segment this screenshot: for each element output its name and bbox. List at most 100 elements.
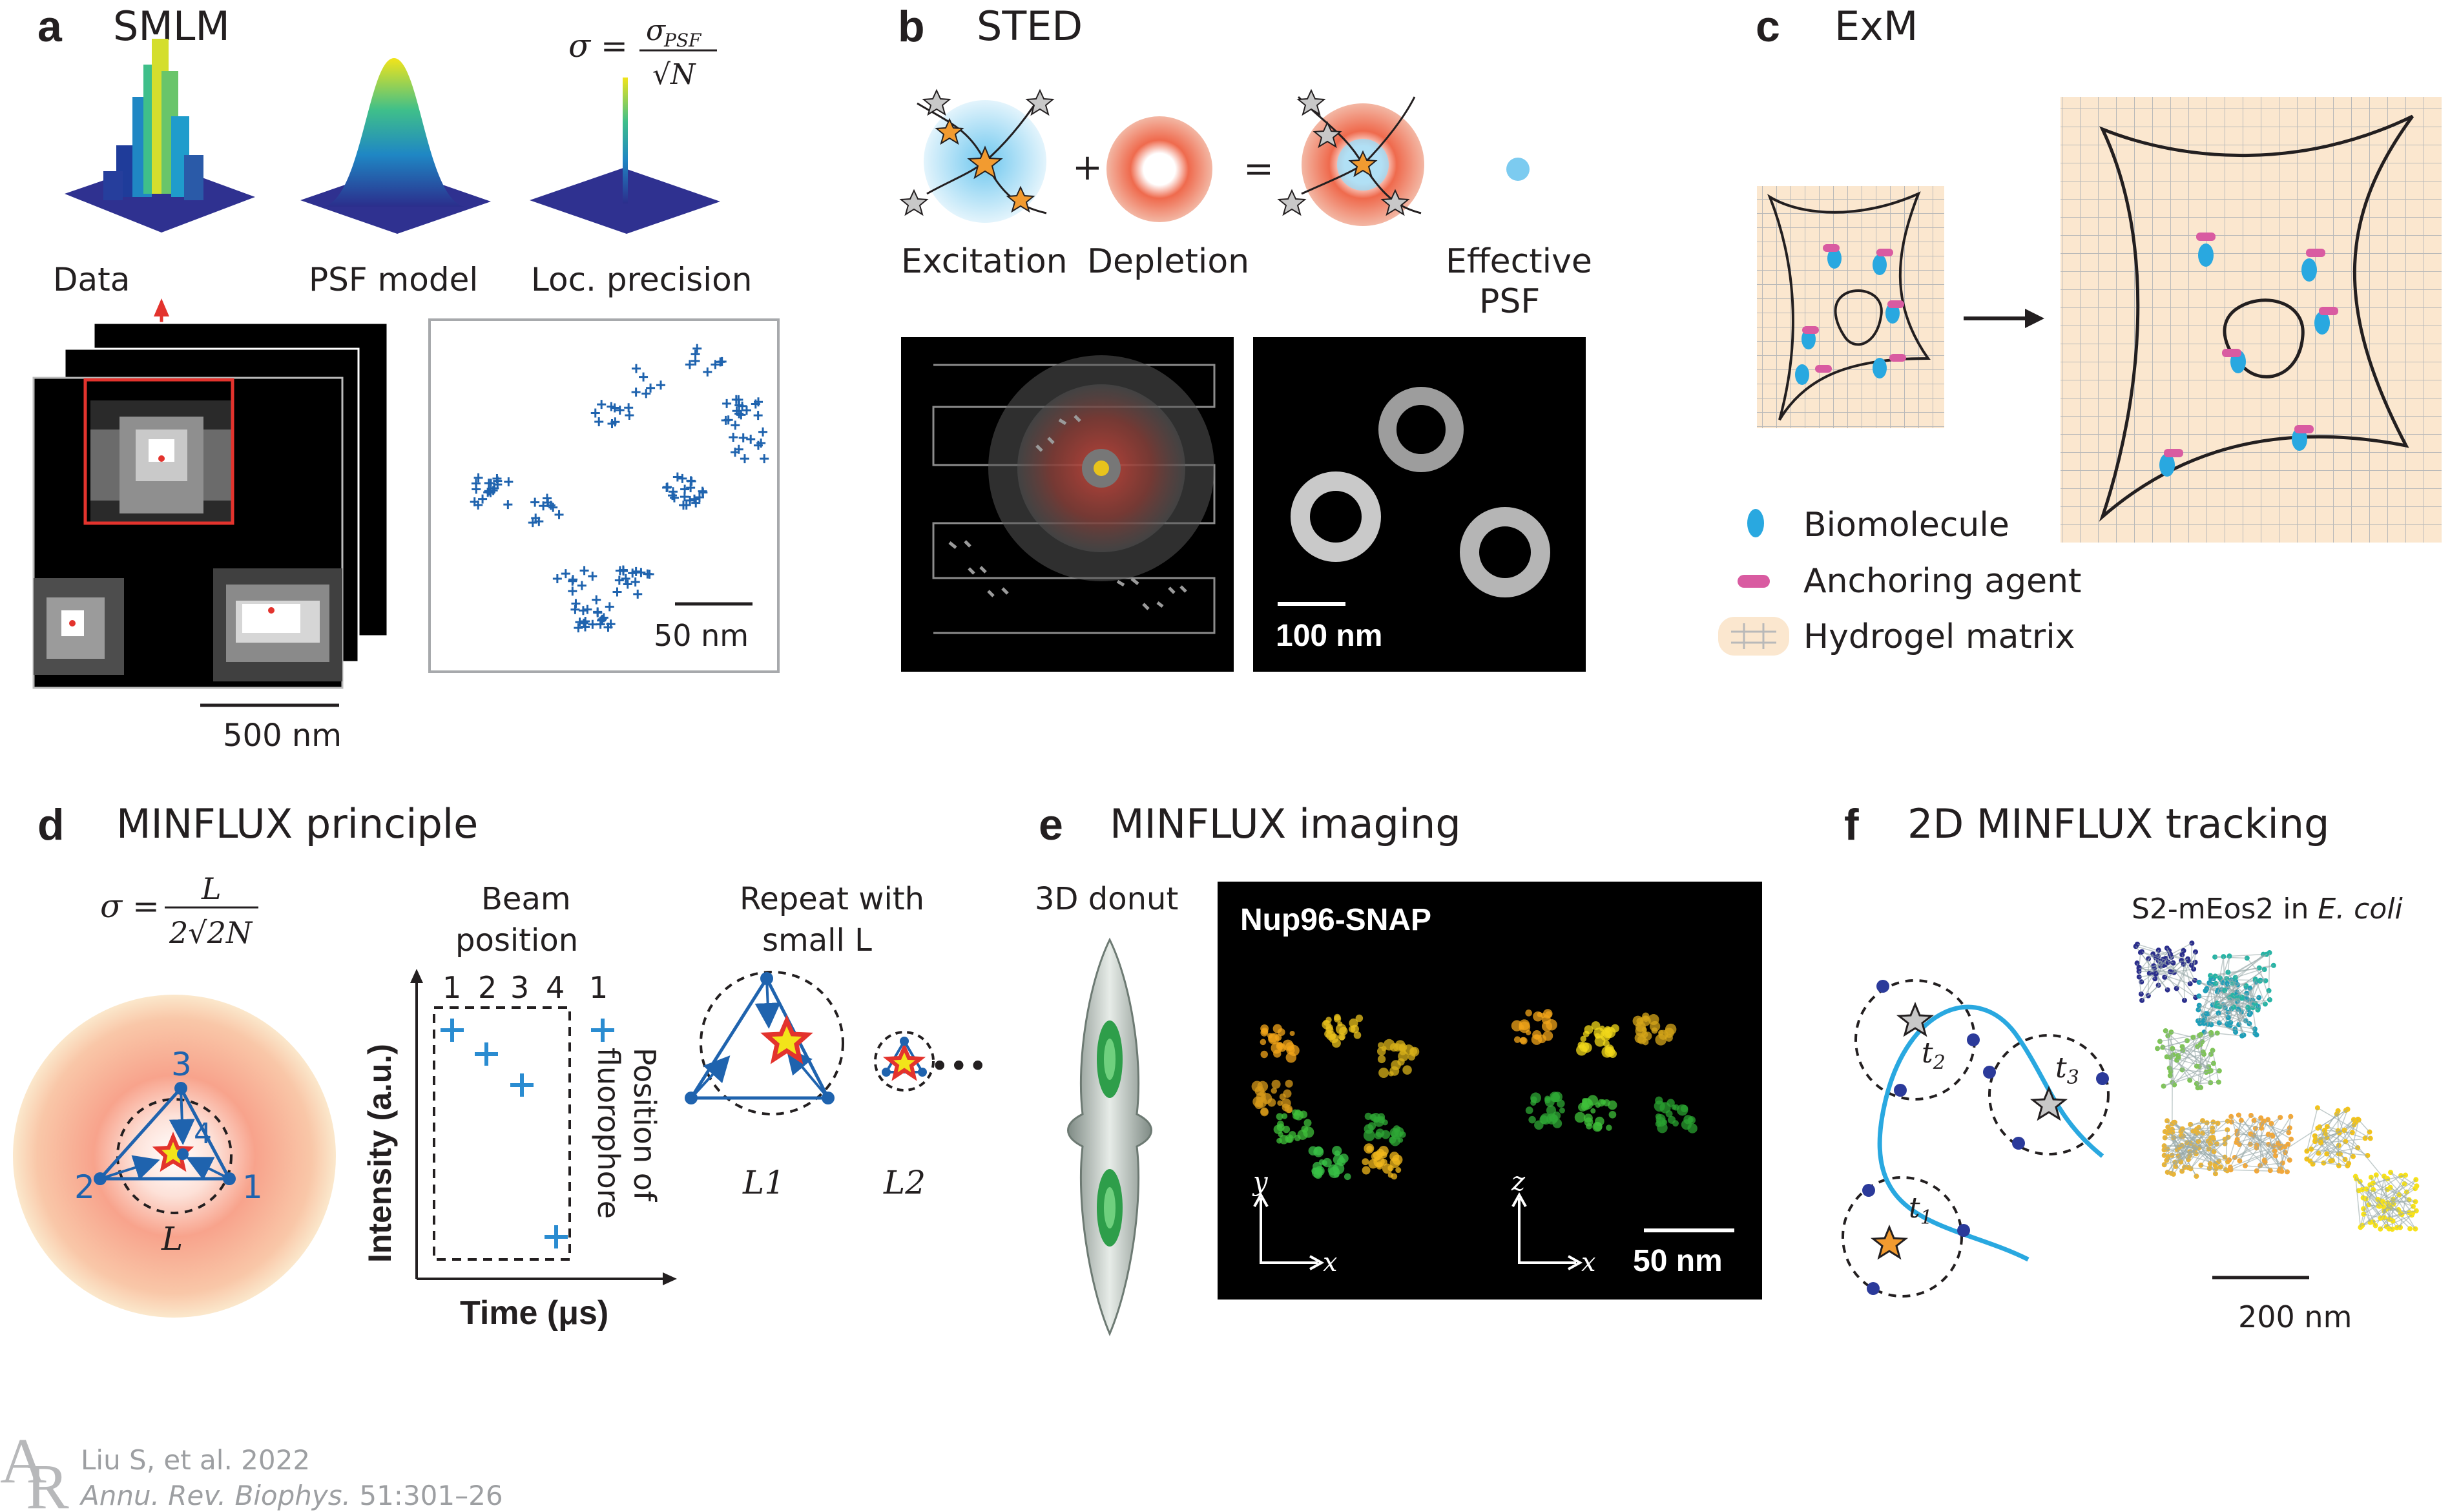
localization-cross	[615, 405, 625, 415]
trajectory-segment	[2138, 977, 2142, 995]
sted-rings-image: 100 nm	[1253, 337, 1586, 672]
trajectory-segment	[2180, 1131, 2211, 1165]
trajectory-segment	[2163, 1040, 2188, 1048]
localization-dot	[1583, 1030, 1590, 1037]
localization-dot	[1513, 1036, 1521, 1043]
localization-cross	[633, 589, 643, 599]
localization-dot	[1375, 1128, 1385, 1137]
formula-sigma: σ =	[568, 27, 628, 65]
localization-cross	[488, 486, 498, 495]
localization-dot	[1576, 1044, 1588, 1056]
localization-dot	[1548, 1115, 1555, 1121]
localization-dot	[1525, 1010, 1532, 1017]
data-histogram	[65, 39, 255, 233]
trajectory-segment	[2198, 995, 2250, 1024]
trajectory-segment	[2139, 968, 2194, 978]
localization-dot	[1393, 1043, 1402, 1052]
logo-a: A	[0, 1425, 47, 1496]
localization-cross	[596, 619, 605, 629]
localization-cross	[631, 364, 641, 373]
trajectory-segment	[2259, 968, 2270, 1000]
trajectory-segment	[2182, 1046, 2205, 1055]
trajectory-segment	[2208, 1141, 2228, 1163]
localization-dot	[1272, 1024, 1282, 1033]
localization-cross	[473, 500, 483, 510]
trajectory-segment	[2380, 1175, 2406, 1219]
localization-dot	[1409, 1046, 1420, 1057]
localization-dot	[1656, 1114, 1666, 1124]
trajectory-segment	[2164, 977, 2196, 998]
trajectory-segment	[2163, 1070, 2211, 1087]
localization-dot	[1271, 1042, 1283, 1054]
localization-dot	[1313, 1146, 1324, 1157]
localization-dot	[1303, 1119, 1312, 1127]
trajectory-segment	[2311, 1148, 2368, 1156]
panel-title-c: ExM	[1834, 3, 1918, 50]
roi-box	[83, 378, 234, 525]
localization-dot	[1369, 1113, 1377, 1121]
tracking-diagram: t2 t3 t1	[1842, 979, 2110, 1298]
repeat-label-2: small L	[762, 922, 872, 958]
credit: A R Liu S, et al. 2022 Annu. Rev. Biophy…	[0, 1425, 503, 1512]
trajectory-segment	[2245, 985, 2256, 1004]
localization-cross	[554, 510, 564, 519]
localization-dot	[1338, 1033, 1345, 1041]
localization-dot	[1666, 1099, 1675, 1107]
panel-letter-e: e	[1039, 800, 1063, 849]
localization-cross	[641, 389, 651, 399]
trajectory-segment	[2372, 1183, 2416, 1203]
localization-cross	[561, 569, 570, 579]
localization-dot	[1378, 1067, 1389, 1078]
localization-dot	[1520, 1037, 1528, 1045]
trajectory-plot: 200 nm	[2133, 940, 2420, 1334]
trajectory-segment	[2306, 1108, 2318, 1152]
trajectory-segment	[2199, 1035, 2212, 1067]
y-axis-label: Intensity (a.u.)	[362, 1044, 398, 1263]
trajectory-segment	[2366, 1188, 2414, 1207]
localization-dot	[1325, 1017, 1332, 1023]
localization-cross	[607, 419, 617, 429]
localization-cross	[588, 572, 597, 581]
localization-cross	[690, 356, 700, 366]
trajectory-segment	[2219, 956, 2225, 979]
localization-dot	[1335, 1023, 1347, 1035]
localization-dot	[1380, 1159, 1387, 1166]
axis-x: x	[1323, 1248, 1338, 1278]
panel-letter-d: d	[37, 800, 65, 849]
trajectory-segment	[2139, 964, 2166, 969]
trajectory-segment	[2135, 946, 2189, 962]
trajectory-segment	[2256, 1116, 2291, 1172]
trajectory-segment	[2330, 1141, 2346, 1161]
trajectory-segment	[2379, 1176, 2385, 1206]
localization-dot	[1643, 1015, 1649, 1022]
panel-letter-f: f	[1844, 800, 1859, 849]
legend-biomolecule: Biomolecule	[1803, 506, 2009, 544]
trajectory-segment	[2238, 1114, 2281, 1170]
localization-dot	[1519, 1024, 1524, 1030]
panel-c: c ExM	[1718, 2, 2442, 656]
localization-cross	[473, 473, 483, 482]
localization-dot	[1274, 1034, 1282, 1041]
label-excitation: Excitation	[901, 242, 1068, 281]
trajectory-segment	[2382, 1201, 2411, 1229]
scale-label-500nm: 500 nm	[223, 718, 342, 754]
beam-pos-4: 4	[546, 970, 565, 1005]
ar-logo: A R	[0, 1425, 69, 1512]
localization-cross	[534, 517, 544, 526]
t1-sub: 1	[1920, 1206, 1933, 1229]
localization-cross	[503, 500, 513, 510]
localization-dot	[1332, 1146, 1342, 1156]
trajectory-segment	[2228, 1143, 2289, 1161]
localization-dot	[1534, 1120, 1544, 1130]
label-depletion: Depletion	[1087, 242, 1249, 281]
localization-dot	[1353, 1031, 1362, 1039]
localization-cross	[711, 360, 720, 369]
trajectory-segment	[2192, 1037, 2197, 1066]
localization-dot	[1312, 1167, 1323, 1178]
trajectory-segment	[2236, 1134, 2268, 1143]
repeat-diagram: Repeat with small L L1 ••• L2	[685, 881, 987, 1201]
trajectory-segment	[2327, 1126, 2358, 1148]
trajectory-segment	[2190, 1148, 2210, 1169]
effective-psf-dot	[1506, 158, 1530, 181]
trajectory-segment	[2181, 955, 2196, 981]
